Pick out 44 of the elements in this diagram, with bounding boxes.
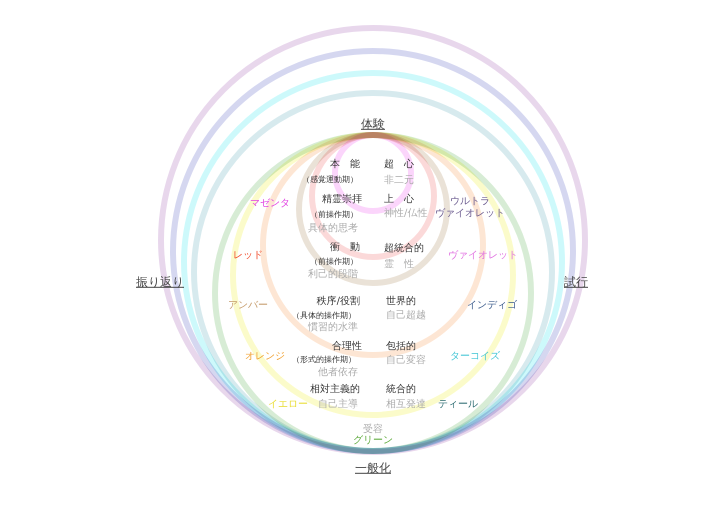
stage-name: 統合的 — [386, 384, 416, 396]
stage-label: 他者依存 — [318, 367, 358, 379]
color-label: グリーン — [353, 435, 393, 447]
stage-name: 世界的 — [386, 296, 416, 308]
stage-label: 受容 — [363, 424, 383, 436]
color-label: マゼンタ — [250, 198, 290, 210]
stage-label: 自己超越 — [386, 310, 426, 322]
color-label: レッド — [233, 250, 263, 262]
stage-label: 自己変容 — [386, 355, 426, 367]
stage-label: 利己的段階 — [308, 269, 358, 281]
stage-name: 合理性 — [332, 341, 362, 353]
color-label: ティール — [438, 399, 478, 411]
color-label: ターコイズ — [450, 351, 500, 363]
color-label: ウルトラヴァイオレット — [435, 196, 505, 220]
period-label: （具体的操作期） — [292, 311, 356, 321]
color-label: オレンジ — [245, 351, 285, 363]
axis-label: 振り返り — [136, 274, 184, 290]
axis-label: 体験 — [361, 116, 385, 132]
color-label: イエロー — [268, 399, 308, 411]
period-label: （形式的操作期） — [292, 355, 356, 365]
stage-name: 包括的 — [386, 341, 416, 353]
stage-label: 相互発達 — [386, 399, 426, 411]
stage-name: 本 能 — [330, 159, 360, 171]
stage-name: 衝 動 — [330, 242, 360, 254]
stage-label: 霊 性 — [384, 259, 414, 271]
stage-name: 精霊崇拝 — [322, 194, 362, 206]
axis-label: 試行 — [564, 274, 588, 290]
stage-label: 慣習的水準 — [308, 322, 358, 334]
stage-name: 上 心 — [384, 194, 414, 206]
period-label: （前操作期） — [310, 210, 358, 220]
stage-label: 非二元 — [384, 175, 414, 187]
stage-label: 具体的思考 — [308, 223, 358, 235]
axis-label: 一般化 — [355, 460, 391, 476]
stage-name: 秩序/役割 — [316, 296, 360, 308]
color-label: アンバー — [228, 300, 268, 312]
period-label: （前操作期） — [310, 257, 358, 267]
period-label: （感覚運動期） — [302, 175, 358, 185]
stage-name: 超統合的 — [384, 243, 424, 255]
stage-name: 超 心 — [384, 159, 414, 171]
stage-label: 神性/仏性 — [384, 208, 428, 220]
stage-label: 自己主導 — [318, 399, 358, 411]
stage-name: 相対主義的 — [310, 384, 360, 396]
color-label: ヴァイオレット — [448, 250, 518, 262]
color-label: インディゴ — [467, 300, 517, 312]
